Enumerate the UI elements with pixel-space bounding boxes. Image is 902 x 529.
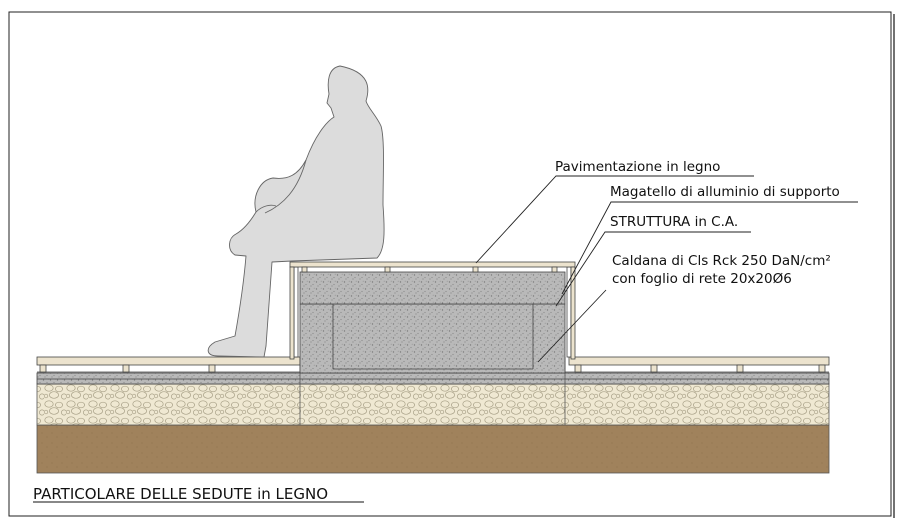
label-screed-line2: con foglio di rete 20x20Ø6 bbox=[612, 271, 792, 287]
label-screed-line1: Caldana di Cls Rck 250 DaN/cm² bbox=[612, 253, 831, 269]
seat-board bbox=[289, 261, 576, 268]
deck-board-left bbox=[36, 356, 301, 366]
drawing-title: PARTICOLARE DELLE SEDUTE in LEGNO bbox=[33, 485, 328, 503]
seated-person-arm bbox=[255, 159, 307, 214]
aluminium-support-left bbox=[293, 266, 299, 358]
seat-side-right bbox=[570, 266, 576, 360]
bench-base-block bbox=[299, 303, 566, 374]
leader-lines bbox=[475, 175, 858, 363]
screed-layer bbox=[36, 372, 830, 385]
seat-side-left bbox=[289, 266, 295, 360]
label-wood-paving: Pavimentazione in legno bbox=[555, 159, 720, 175]
deck-joists bbox=[39, 364, 826, 373]
label-structure: STRUTTURA in C.A. bbox=[610, 214, 738, 230]
label-aluminium-support: Magatello di alluminio di supporto bbox=[610, 184, 840, 200]
gravel-layer bbox=[36, 383, 830, 426]
deck-board-right bbox=[568, 356, 830, 366]
bench-top-slab bbox=[299, 271, 566, 305]
seat-joists bbox=[301, 266, 558, 273]
soil-layer bbox=[36, 424, 830, 474]
